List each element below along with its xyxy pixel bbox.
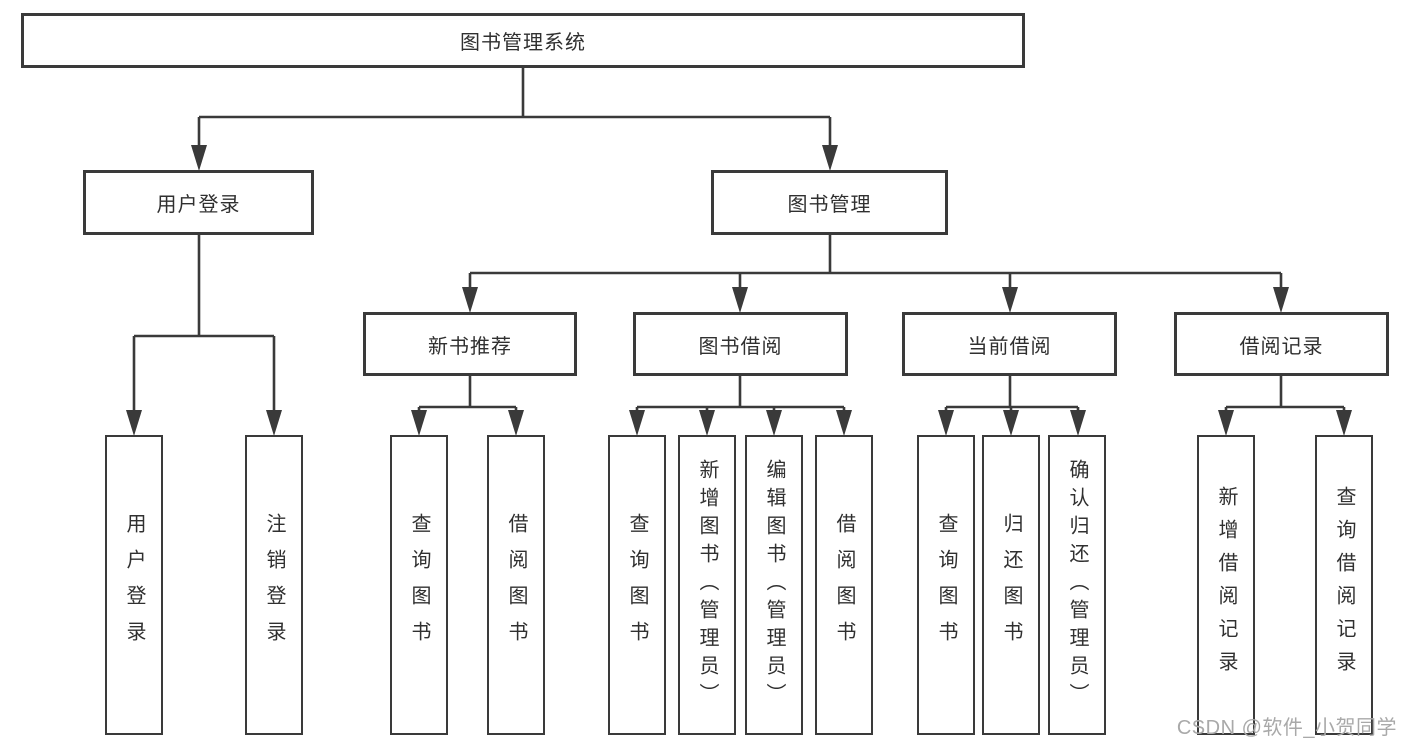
leaf-label: 查询图书 xyxy=(408,513,430,657)
leaf-label: 新增借阅记录 xyxy=(1215,486,1237,684)
leaf-label: 用户登录 xyxy=(123,513,145,657)
node-user-login-branch: 用户登录 xyxy=(83,170,314,235)
node-label: 用户登录 xyxy=(156,194,241,216)
arrowhead xyxy=(732,287,748,313)
leaf-label: 确认归还（管理员） xyxy=(1066,459,1088,711)
arrowhead xyxy=(1273,287,1289,313)
leaf-return-books: 归还图书 xyxy=(982,435,1040,735)
leaf-label: 借阅图书 xyxy=(505,513,527,657)
arrowhead xyxy=(766,410,782,436)
leaf-add-borrow-record: 新增借阅记录 xyxy=(1197,435,1255,735)
leaf-edit-books-admin: 编辑图书（管理员） xyxy=(745,435,803,735)
leaf-borrow-books: 借阅图书 xyxy=(487,435,545,735)
leaf-query-books: 查询图书 xyxy=(390,435,448,735)
arrowhead xyxy=(699,410,715,436)
arrowhead xyxy=(836,410,852,436)
leaf-borrow-books: 借阅图书 xyxy=(815,435,873,735)
leaf-label: 注销登录 xyxy=(263,513,285,657)
leaf-label: 归还图书 xyxy=(1000,513,1022,657)
leaf-query-borrow-record: 查询借阅记录 xyxy=(1315,435,1373,735)
arrowhead xyxy=(1336,410,1352,436)
arrowhead xyxy=(1003,410,1019,436)
leaf-query-books: 查询图书 xyxy=(608,435,666,735)
node-new-book-recommend: 新书推荐 xyxy=(363,312,577,376)
leaf-logout: 注销登录 xyxy=(245,435,303,735)
node-label: 图书借阅 xyxy=(698,335,783,358)
leaf-label: 查询图书 xyxy=(626,513,648,657)
csdn-watermark: CSDN @软件_小贺同学 xyxy=(1176,717,1397,739)
arrowhead xyxy=(629,410,645,436)
node-borrowing-records: 借阅记录 xyxy=(1174,312,1389,376)
node-label: 图书管理系统 xyxy=(460,32,586,54)
leaf-label: 查询借阅记录 xyxy=(1333,486,1355,684)
arrowhead xyxy=(938,410,954,436)
node-label: 图书管理 xyxy=(787,194,872,216)
arrowhead xyxy=(462,287,478,313)
arrowhead xyxy=(1218,410,1234,436)
leaf-confirm-return-admin: 确认归还（管理员） xyxy=(1048,435,1106,735)
leaf-label: 查询图书 xyxy=(935,513,957,657)
leaf-label: 新增图书（管理员） xyxy=(696,459,718,711)
node-current-borrowing: 当前借阅 xyxy=(902,312,1117,376)
arrowhead xyxy=(266,410,282,436)
arrowhead xyxy=(508,410,524,436)
node-library-management-system: 图书管理系统 xyxy=(21,13,1025,68)
arrowhead xyxy=(1070,410,1086,436)
leaf-user-login: 用户登录 xyxy=(105,435,163,735)
arrowhead xyxy=(411,410,427,436)
arrowhead xyxy=(1002,287,1018,313)
arrowhead xyxy=(191,145,207,171)
arrowhead xyxy=(822,145,838,171)
node-label: 当前借阅 xyxy=(967,335,1052,358)
node-label: 新书推荐 xyxy=(428,335,512,358)
leaf-query-books: 查询图书 xyxy=(917,435,975,735)
arrowhead xyxy=(126,410,142,436)
node-label: 借阅记录 xyxy=(1239,335,1324,358)
leaf-label: 编辑图书（管理员） xyxy=(763,459,785,711)
node-book-management-branch: 图书管理 xyxy=(711,170,948,235)
node-book-borrowing: 图书借阅 xyxy=(633,312,848,376)
leaf-add-books-admin: 新增图书（管理员） xyxy=(678,435,736,735)
leaf-label: 借阅图书 xyxy=(833,513,855,657)
